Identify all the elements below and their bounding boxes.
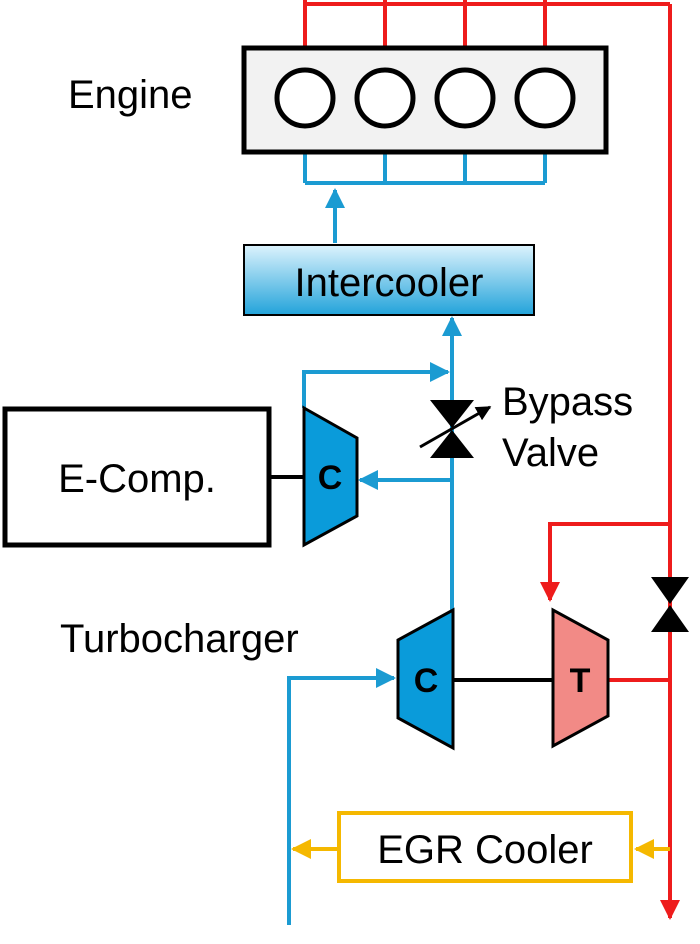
egr-cooler-box [337, 811, 633, 883]
turbocharger-label: Turbocharger [60, 617, 299, 661]
intercooler-box [243, 244, 535, 316]
engine-label: Engine [68, 73, 193, 117]
bypass-valve-label-line2: Valve [502, 431, 599, 475]
cylinder-circle-icon [434, 67, 496, 129]
cylinder-circle-icon [354, 67, 416, 129]
egr-cooler-label: EGR Cooler [377, 828, 593, 872]
cylinder-circle-icon [274, 67, 336, 129]
intake-manifold [303, 128, 547, 185]
exhaust-lines [303, 0, 672, 905]
turbine [551, 607, 610, 749]
e-compressor-label: C [318, 459, 343, 497]
turbo-compressor [396, 607, 455, 751]
variable-valve-icon [419, 400, 492, 458]
cylinder-circle-icon [514, 67, 576, 129]
fresh-air-inlet [287, 668, 396, 925]
exhaust-manifold [303, 0, 670, 48]
turbine-feed-line [540, 522, 670, 602]
bypass-valve-label-line1: Bypass [502, 380, 633, 424]
butterfly-valve-icon [651, 577, 689, 632]
e-compressor [302, 405, 359, 548]
air-lines [287, 128, 547, 925]
engine-block [241, 45, 609, 155]
bypass-loop-line [302, 362, 450, 408]
turbine-label: T [570, 662, 591, 700]
turbo-compressor-label: C [414, 662, 439, 700]
ecomp-label: E-Comp. [58, 457, 216, 501]
intercooler-label: Intercooler [295, 261, 484, 305]
ecomp-box [2, 406, 272, 548]
